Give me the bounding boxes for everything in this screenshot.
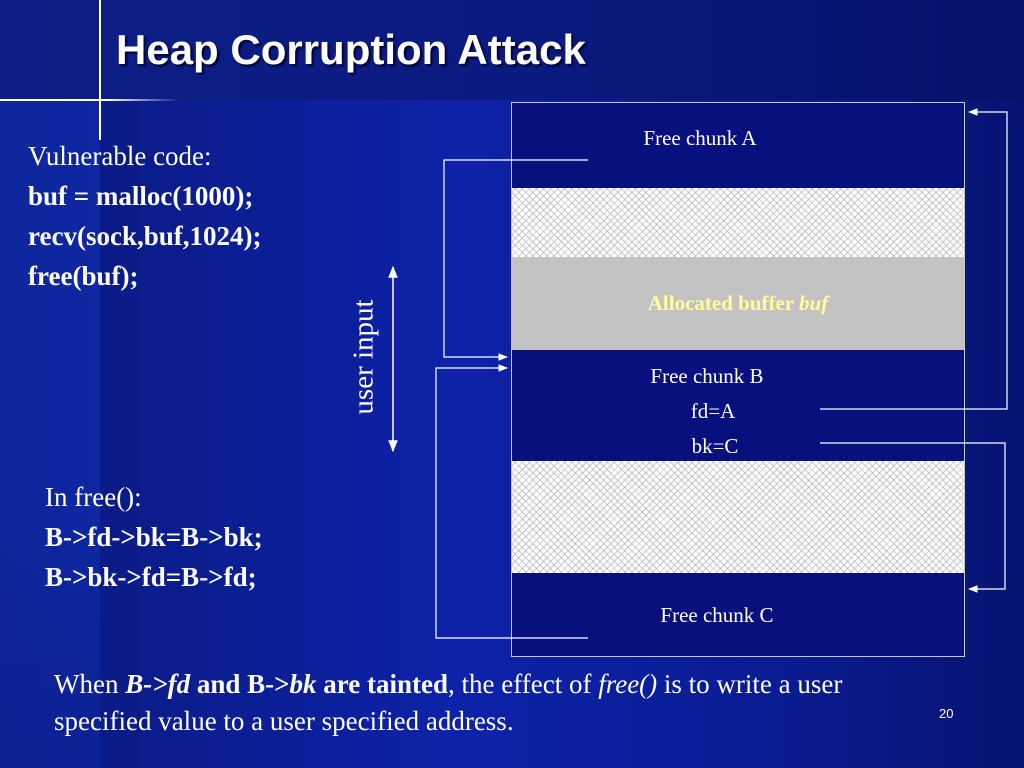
conclusion-text-part: B->fd: [125, 669, 191, 699]
conclusion-text-part: , the effect of: [448, 669, 599, 699]
title-band: [0, 0, 1024, 100]
decorative-vertical-line: [99, 0, 101, 140]
fd-pointer-label: fd=A: [690, 399, 736, 423]
heap-used-region-1: [512, 188, 964, 257]
conclusion-text-part: are tainted: [316, 669, 449, 699]
conclusion-text-part: and B->: [190, 669, 290, 699]
allocated-buffer-label: Allocated buffer: [647, 291, 800, 315]
fd-to-chunk-a-arrow: [820, 108, 1008, 410]
slide-title: Heap Corruption Attack: [116, 26, 586, 73]
bk-to-chunk-c-arrow: [820, 442, 1006, 593]
heap-diagram: Allocated buffer buf: [511, 102, 965, 657]
allocated-buffer-var: buf: [799, 291, 829, 315]
chunk-a-to-b-arrow: [443, 159, 588, 361]
code-line: buf = malloc(1000);: [28, 181, 254, 211]
code-line: recv(sock,buf,1024);: [28, 221, 262, 251]
decorative-horizontal-line: [0, 99, 180, 101]
bk-pointer-label: bk=C: [691, 434, 739, 458]
free-chunk-c-label: Free chunk C: [660, 603, 774, 627]
vulnerable-code-block: Vulnerable code: buf = malloc(1000); rec…: [28, 136, 261, 296]
chunk-c-to-b-arrow: [435, 364, 588, 639]
conclusion-text: When B->fd and B->bk are tainted, the ef…: [54, 666, 914, 740]
conclusion-text-part: bk: [289, 669, 317, 699]
conclusion-text-part: is to write a user specified value to a …: [54, 669, 843, 736]
vulnerable-code-heading: Vulnerable code:: [28, 141, 212, 171]
heap-used-region-2: [512, 461, 964, 573]
conclusion-text-part: free(): [598, 669, 658, 699]
code-line: B->bk->fd=B->fd;: [45, 562, 257, 592]
free-chunk-a-label: Free chunk A: [643, 126, 757, 150]
allocated-buffer-block: Allocated buffer buf: [512, 257, 964, 350]
free-chunk-b-label: Free chunk B: [650, 364, 764, 388]
left-accent-band: [0, 100, 100, 768]
conclusion-text-part: When: [54, 669, 126, 699]
free-code-heading: In free():: [45, 482, 142, 512]
code-line: B->fd->bk=B->bk;: [45, 522, 263, 552]
free-code-block: In free(): B->fd->bk=B->bk; B->bk->fd=B-…: [45, 477, 263, 597]
code-line: free(buf);: [28, 261, 139, 291]
page-number: 20: [939, 706, 954, 721]
